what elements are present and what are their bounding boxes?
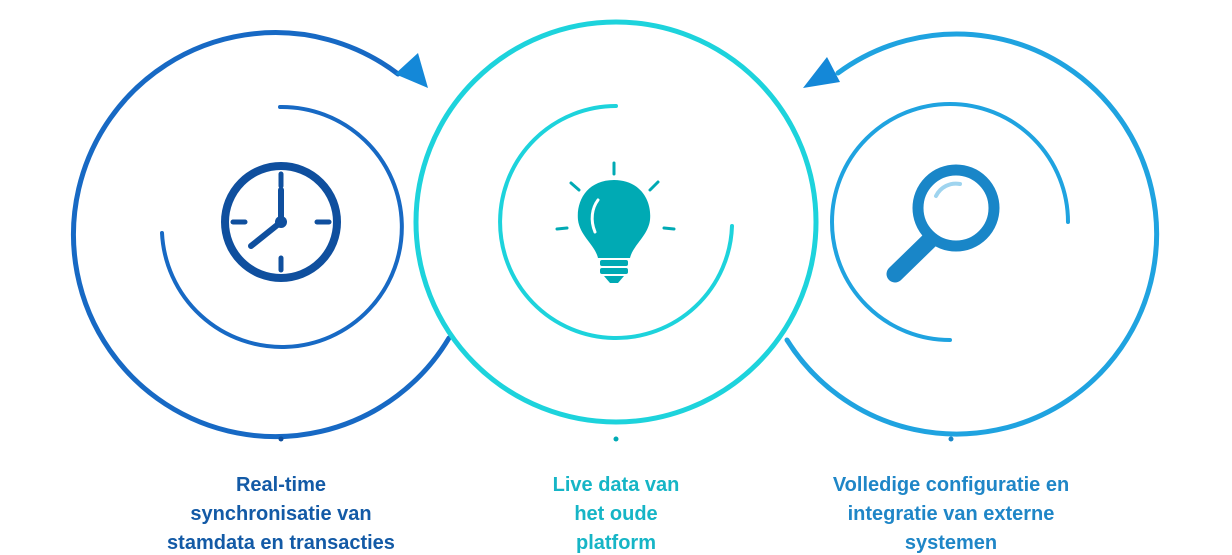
stage-3-group xyxy=(784,31,1160,437)
stage-1-label-line: stamdata en transacties xyxy=(167,532,395,554)
magnifier-icon xyxy=(886,164,1000,283)
connector-dot-3 xyxy=(948,436,954,442)
stage-1-label-line: synchronisatie van xyxy=(190,503,372,525)
stage-1-inner-arc xyxy=(160,104,404,349)
stage-3-outer-ring xyxy=(784,31,1160,437)
stage-1-outer-ring xyxy=(70,30,452,440)
stage-2-group xyxy=(413,19,819,425)
stage-3-label-line: Volledige configuratie en xyxy=(832,474,1070,496)
stage-1-group xyxy=(70,30,452,440)
stage-1-label-line: Real-time xyxy=(235,474,327,496)
lightbulb-icon xyxy=(555,161,676,283)
arrow-head-right xyxy=(395,53,428,88)
stage-3-inner-arc xyxy=(830,102,1070,342)
stage-2-inner-arc xyxy=(498,104,734,340)
connector-dot-1 xyxy=(278,436,284,442)
arrow-head-left xyxy=(803,57,840,88)
clock-icon xyxy=(221,162,341,282)
stage-2-label: Live data van het oude platform xyxy=(446,471,786,555)
stage-3-label: Volledige configuratie en integratie van… xyxy=(781,471,1121,555)
stage-2-label-line: Live data van xyxy=(552,474,680,496)
stage-2-label-line: het oude xyxy=(574,503,658,525)
connector-dot-2 xyxy=(613,436,619,442)
stage-3-label-line: systemen xyxy=(904,532,998,554)
stage-3-label-line: integratie van externe xyxy=(847,503,1055,525)
stage-2-label-line: platform xyxy=(576,532,656,554)
process-diagram xyxy=(70,19,1160,442)
stage-1-label: Real-time synchronisatie van stamdata en… xyxy=(111,471,451,555)
stage-2-outer-ring xyxy=(413,19,819,425)
